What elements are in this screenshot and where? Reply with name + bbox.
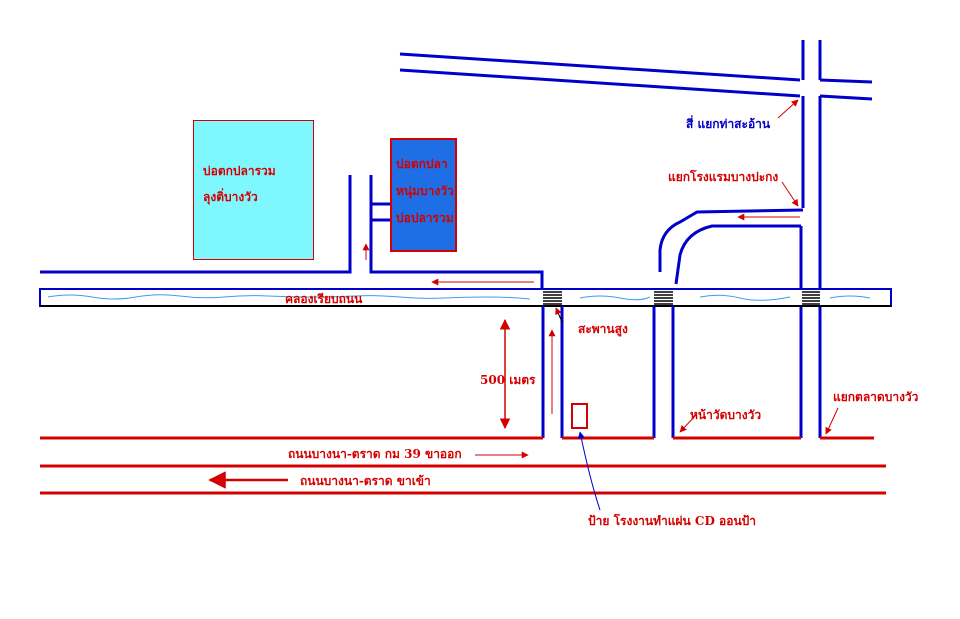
pond-combined-line1: บ่อตกปลารวม	[203, 164, 276, 178]
label-road-inbound: ถนนบางนา-ตราด ขาเข้า	[300, 474, 431, 488]
top-road	[399, 52, 873, 101]
pond-blue-line3: บ่อปลารวม	[396, 211, 454, 225]
highway	[40, 436, 886, 495]
fishing-pond-combined: บ่อตกปลารวม ลุงติ่บางวัว	[193, 120, 314, 260]
pond-combined-line2: ลุงติ่บางวัว	[203, 190, 258, 204]
label-bridge: สะพานสูง	[578, 322, 628, 336]
sign-marker	[571, 403, 588, 429]
curve-road	[658, 208, 804, 285]
pond-blue-line1: บ่อตกปลา	[396, 157, 448, 171]
label-temple-front: หน้าวัดบางวัว	[690, 408, 762, 422]
label-intersection-tha-saan: สี่ แยกท่าสะอ้าน	[686, 117, 771, 131]
bridges	[543, 291, 820, 305]
label-sign-factory: ป้าย โรงงานทำแผ่น CD ออนป้า	[588, 514, 757, 528]
label-distance: 500 เมตร	[480, 373, 536, 387]
label-market-intersection: แยกตลาดบางวัว	[833, 390, 919, 404]
direction-arrows	[208, 99, 839, 511]
fishing-pond-blue: บ่อตกปลา หนุ่มบางวัว บ่อปลารวม	[390, 138, 457, 252]
vertical-roads-right	[799, 40, 822, 438]
canal	[39, 288, 892, 307]
pond-blue-line2: หนุ่มบางวัว	[396, 184, 454, 198]
side-roads	[541, 306, 675, 438]
label-road-outbound: ถนนบางนา-ตราด กม 39 ขาออก	[288, 447, 462, 461]
label-hotel-intersection: แยกโรงแรมบางปะกง	[668, 170, 779, 184]
label-canal: คลองเรียบถนน	[285, 292, 363, 306]
canal-road	[40, 175, 544, 289]
